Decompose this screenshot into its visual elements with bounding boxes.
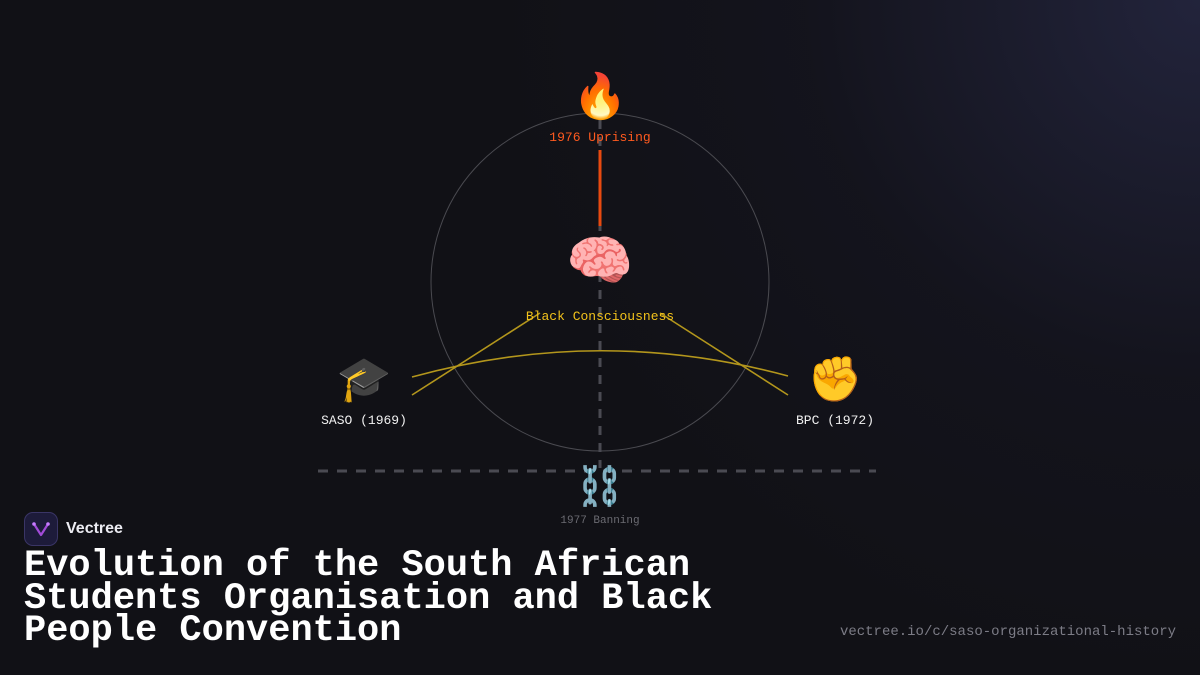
saso-bc-link — [411, 312, 541, 396]
bpc-bc-link — [659, 312, 789, 396]
brand: Vectree — [24, 512, 123, 546]
page-title: Evolution of the South African Students … — [24, 545, 713, 652]
graduation-cap-icon: 🎓 — [336, 354, 392, 405]
black-consciousness-label: Black Consciousness — [525, 309, 675, 324]
uprising-label: 1976 Uprising — [549, 130, 651, 145]
source-url: vectree.io/c/saso-organizational-history — [839, 624, 1176, 640]
chains-icon: ⛓️ — [576, 464, 624, 508]
banning-label: 1977 Banning — [560, 515, 640, 527]
raised-fist-icon: ✊ — [807, 354, 863, 405]
bpc-label: BPC (1972) — [795, 413, 875, 428]
saso-label: SASO (1969) — [321, 413, 407, 428]
brain-icon: 🧠 — [566, 229, 634, 292]
brand-name: Vectree — [66, 520, 123, 537]
vectree-logo-icon — [24, 512, 58, 546]
saso-bpc-arc — [411, 349, 789, 378]
fire-icon: 🔥 — [572, 71, 628, 122]
